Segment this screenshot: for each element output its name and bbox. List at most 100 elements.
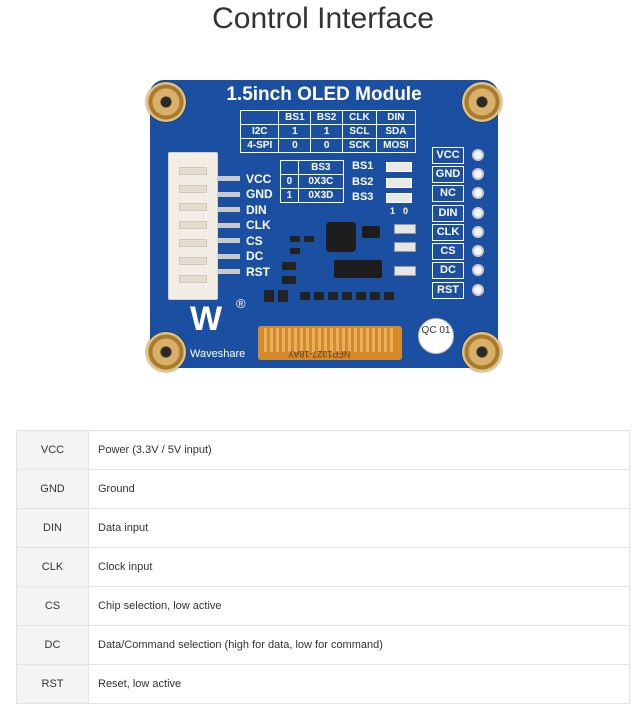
smd-component — [282, 276, 296, 284]
smd-component — [384, 292, 394, 300]
qc-sticker: QC 01 — [418, 318, 454, 354]
pin-name: CS — [16, 586, 89, 626]
mode-table-row: I2C 1 1 SCL SDA — [239, 124, 417, 139]
bs3-address-table: BS3 0 0X3C 1 0X3D — [280, 160, 345, 203]
left-pin-din: DIN — [246, 203, 267, 217]
left-pin-vcc: VCC — [246, 172, 272, 186]
left-pin-clk: CLK — [246, 218, 271, 232]
smd-component — [290, 236, 300, 242]
mode-table-cell — [239, 110, 280, 125]
smd-component — [290, 248, 300, 254]
mode-table-cell: MOSI — [375, 138, 417, 153]
switch-mark-0: 0 — [403, 206, 409, 216]
pin-description: Data input — [88, 508, 630, 548]
right-pin-cs: CS — [432, 243, 464, 260]
board-title: 1.5inch OLED Module — [226, 84, 422, 105]
bs3-table-row: 0 0X3C — [280, 174, 345, 189]
mode-table-cell: 0 — [278, 138, 312, 153]
bs1-switch — [386, 162, 412, 172]
bs3-table-cell: 1 — [280, 188, 299, 203]
bs3-label: BS3 — [352, 191, 374, 203]
bs3-table-cell: 0X3D — [297, 188, 345, 203]
table-row: VCC Power (3.3V / 5V input) — [16, 430, 630, 470]
table-row: GND Ground — [16, 469, 630, 509]
right-pin-rst: RST — [432, 282, 464, 299]
header-pad — [472, 226, 484, 238]
right-pin-clk: CLK — [432, 224, 464, 241]
bs3-table-cell: 0 — [280, 174, 299, 189]
mode-table-cell: 4-SPI — [239, 138, 280, 153]
left-pin-rst: RST — [246, 265, 270, 279]
page-title: Control Interface — [212, 2, 434, 35]
table-row: DC Data/Command selection (high for data… — [16, 625, 630, 665]
pin-description: Chip selection, low active — [88, 586, 630, 626]
right-pin-din: DIN — [432, 205, 464, 222]
bs3-table-cell: BS3 — [297, 160, 345, 175]
smd-component — [328, 292, 338, 300]
bs3-table-cell: 0X3C — [297, 174, 345, 189]
capacitor — [394, 266, 416, 276]
smd-component — [370, 292, 380, 300]
right-pin-vcc: VCC — [432, 147, 464, 164]
smd-component — [356, 292, 366, 300]
smd-component — [264, 290, 274, 302]
mount-hole-bottom-right — [462, 332, 502, 372]
pin-description: Data/Command selection (high for data, l… — [88, 625, 630, 665]
pin-description-table: VCC Power (3.3V / 5V input) GND Ground D… — [16, 430, 630, 704]
interface-mode-table: BS1 BS2 CLK DIN I2C 1 1 SCL SDA 4-SPI 0 … — [239, 110, 417, 153]
mode-table-cell: BS2 — [310, 110, 344, 125]
pin-description: Power (3.3V / 5V input) — [88, 430, 630, 470]
right-pin-gnd: GND — [432, 166, 464, 183]
mode-table-header: BS1 BS2 CLK DIN — [239, 110, 417, 125]
left-pin-dc: DC — [246, 249, 264, 263]
bs3-table-cell — [280, 160, 299, 175]
pin-name: CLK — [16, 547, 89, 587]
header-pad — [472, 264, 484, 276]
pin-name: DC — [16, 625, 89, 665]
waveshare-logo-mark: W — [190, 300, 223, 338]
capacitor — [394, 242, 416, 252]
pin-name: VCC — [16, 430, 89, 470]
bs1-label: BS1 — [352, 160, 374, 172]
pin-description: Ground — [88, 469, 630, 509]
waveshare-logo-text: Waveshare — [190, 348, 246, 360]
table-row: RST Reset, low active — [16, 664, 630, 704]
mode-table-cell: 1 — [310, 124, 344, 139]
table-row: DIN Data input — [16, 508, 630, 548]
flex-part-number: NFP1327-18AY — [288, 349, 351, 359]
mount-hole-top-right — [462, 82, 502, 122]
switch-mark-1: 1 — [390, 206, 396, 216]
smd-component — [278, 290, 288, 302]
mode-table-cell: CLK — [342, 110, 377, 125]
smd-component — [342, 292, 352, 300]
registered-mark: ® — [236, 296, 246, 311]
bs3-table-row: 1 0X3D — [280, 188, 345, 203]
right-pin-dc: DC — [432, 262, 464, 279]
pin-description: Reset, low active — [88, 664, 630, 704]
header-pad — [472, 207, 484, 219]
header-pad — [472, 284, 484, 296]
pin-description: Clock input — [88, 547, 630, 587]
mode-table-row: 4-SPI 0 0 SCK MOSI — [239, 138, 417, 153]
left-pin-gnd: GND — [246, 187, 273, 201]
smd-component — [282, 262, 296, 270]
mode-table-cell: DIN — [375, 110, 417, 125]
bs2-label: BS2 — [352, 176, 374, 188]
smd-component — [304, 236, 314, 242]
oled-flex-cable: NFP1327-18AY — [258, 326, 402, 360]
mode-table-cell: I2C — [239, 124, 280, 139]
table-row: CS Chip selection, low active — [16, 586, 630, 626]
inductor — [334, 260, 382, 278]
mode-table-cell: BS1 — [278, 110, 312, 125]
header-pad — [472, 187, 484, 199]
mode-table-cell: SCK — [342, 138, 377, 153]
mode-table-cell: SDA — [375, 124, 417, 139]
pin-name: DIN — [16, 508, 89, 548]
mode-table-cell: 1 — [278, 124, 312, 139]
oled-module-board: 1.5inch OLED Module BS1 BS2 CLK DIN I2C … — [146, 80, 502, 372]
capacitor — [394, 224, 416, 234]
mount-hole-top-left — [146, 82, 186, 122]
table-row: CLK Clock input — [16, 547, 630, 587]
bs3-table-header: BS3 — [280, 160, 345, 175]
bs2-switch — [386, 178, 412, 188]
